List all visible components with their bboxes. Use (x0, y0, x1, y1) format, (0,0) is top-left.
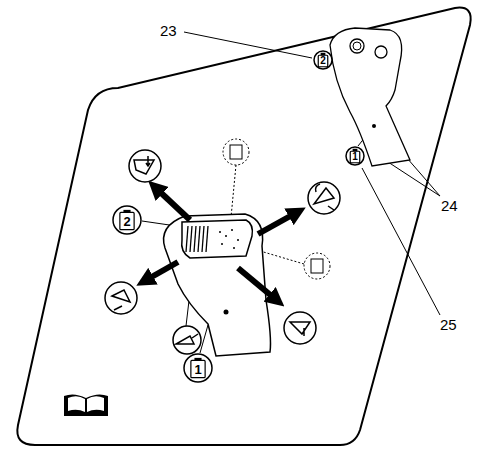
battery-badge: 1 (183, 353, 213, 383)
badge-digit: 1 (345, 146, 365, 166)
decal-outline (17, 8, 470, 445)
battery-badge: 2 (112, 205, 142, 235)
callout-number: 24 (441, 197, 458, 214)
manual-icon (64, 394, 108, 416)
callout-number: 23 (160, 22, 177, 39)
badge-digit: 2 (112, 205, 142, 235)
dashed-icons (223, 139, 330, 279)
callout-number: 25 (440, 316, 457, 333)
battery-badge: 2 (313, 50, 333, 70)
badge-digit: 2 (313, 50, 333, 70)
direction-arrows (148, 190, 294, 298)
badge-digit: 1 (183, 353, 213, 383)
function-icons (105, 150, 340, 354)
joystick-small (330, 28, 410, 166)
battery-badge: 1 (345, 146, 365, 166)
